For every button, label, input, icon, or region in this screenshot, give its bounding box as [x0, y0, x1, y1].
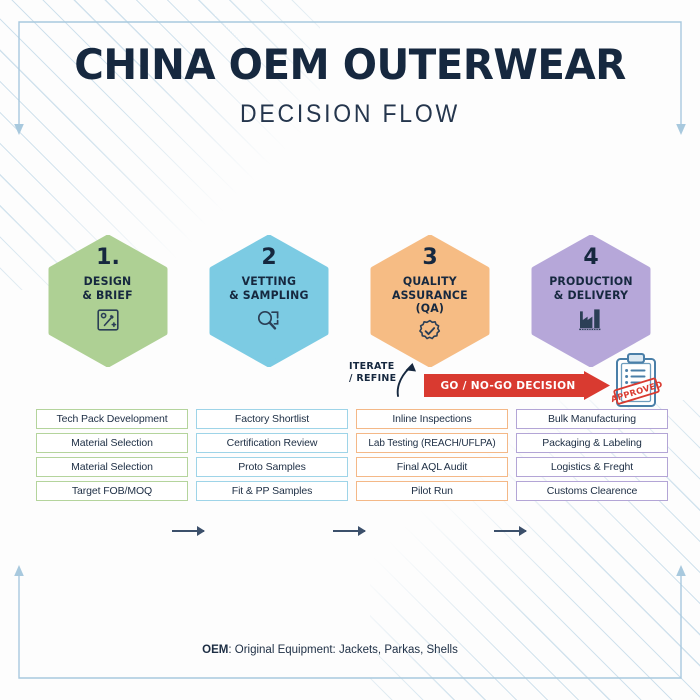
list-item[interactable]: Material Selection — [36, 457, 188, 477]
step-number: 1. — [96, 245, 120, 270]
flow-step-3[interactable]: 3 QUALITY ASSURANCE (QA) — [369, 235, 491, 367]
connector-arrow-2 — [333, 526, 366, 536]
iterate-line: / REFINE — [349, 373, 397, 385]
header: CHINA OEM OUTERWEAR DECISION FLOW — [0, 44, 700, 129]
list-item[interactable]: Bulk Manufacturing — [516, 409, 668, 429]
page-title: CHINA OEM OUTERWEAR — [74, 40, 626, 89]
step-number: 3 — [422, 245, 438, 270]
go-no-go-banner[interactable]: GO / NO-GO DECISION — [424, 371, 610, 400]
step-number: 4 — [583, 245, 599, 270]
step-label-line: & BRIEF — [82, 287, 134, 302]
step-label-line: QUALITY — [402, 274, 457, 288]
detail-column-2: Factory Shortlist Certification Review P… — [196, 409, 348, 505]
iterate-refine-label: ITERATE / REFINE — [349, 361, 396, 386]
list-item[interactable]: Fit & PP Samples — [196, 481, 348, 501]
list-item[interactable]: Pilot Run — [356, 481, 508, 501]
list-item[interactable]: Packaging & Labeling — [516, 433, 668, 453]
list-item[interactable]: Proto Samples — [196, 457, 348, 477]
process-flow: 1. DESIGN & BRIEF — [0, 232, 700, 536]
hexagon-shape-1 — [48, 235, 168, 367]
step-number: 2 — [261, 245, 277, 270]
step-label-line: DESIGN — [84, 274, 132, 288]
list-item[interactable]: Material Selection — [36, 433, 188, 453]
list-item[interactable]: Certification Review — [196, 433, 348, 453]
list-item[interactable]: Inline Inspections — [356, 409, 508, 429]
page-subtitle: DECISION FLOW — [240, 100, 460, 128]
step-label-line: ASSURANCE — [392, 287, 468, 302]
step-label-line: PRODUCTION — [549, 274, 633, 288]
go-no-go-arrow-shape — [424, 371, 610, 400]
design-sketch-icon — [95, 307, 121, 338]
list-item[interactable]: Logistics & Freght — [516, 457, 668, 477]
step-label-line: & SAMPLING — [229, 287, 309, 302]
connector-arrow-3 — [494, 526, 527, 536]
list-item[interactable]: Tech Pack Development — [36, 409, 188, 429]
hexagon-shape-4 — [531, 235, 651, 367]
detail-column-1: Tech Pack Development Material Selection… — [36, 409, 188, 505]
list-item[interactable]: Final AQL Audit — [356, 457, 508, 477]
iterate-line: ITERATE — [349, 361, 395, 372]
list-item[interactable]: Customs Clearence — [516, 481, 668, 501]
footnote: OEM: Original Equipment: Jackets, Parkas… — [0, 644, 700, 656]
hexagon-shape-3 — [370, 235, 490, 367]
step-label-line: VETTING — [241, 274, 297, 288]
flow-step-2[interactable]: 2 VETTING & SAMPLING — [208, 235, 330, 367]
step-label-line: & DELIVERY — [553, 287, 629, 302]
go-no-go-label: GO / NO-GO DECISION — [440, 379, 576, 392]
check-badge-icon — [417, 318, 443, 349]
list-item[interactable]: Lab Testing (REACH/UFLPA) — [356, 433, 508, 453]
detail-column-3: Inline Inspections Lab Testing (REACH/UF… — [356, 409, 508, 505]
detail-column-4: Bulk Manufacturing Packaging & Labeling … — [516, 409, 668, 505]
hexagon-shape-2 — [209, 235, 329, 367]
step-label-line: (QA) — [415, 301, 445, 316]
flow-step-1[interactable]: 1. DESIGN & BRIEF — [47, 235, 169, 367]
footnote-text: : Original Equipment: Jackets, Parkas, S… — [228, 644, 458, 656]
list-item[interactable]: Factory Shortlist — [196, 409, 348, 429]
factory-icon — [577, 307, 605, 336]
approved-clipboard-icon: APPROVED — [610, 353, 663, 407]
flow-step-4[interactable]: 4 PRODUCTION & DELIVERY — [530, 235, 652, 367]
connector-arrow-1 — [172, 526, 205, 536]
iterate-loop-arrow-icon — [396, 363, 416, 397]
magnifier-search-icon — [255, 307, 283, 338]
list-item[interactable]: Target FOB/MOQ — [36, 481, 188, 501]
footnote-term: OEM — [202, 644, 229, 656]
